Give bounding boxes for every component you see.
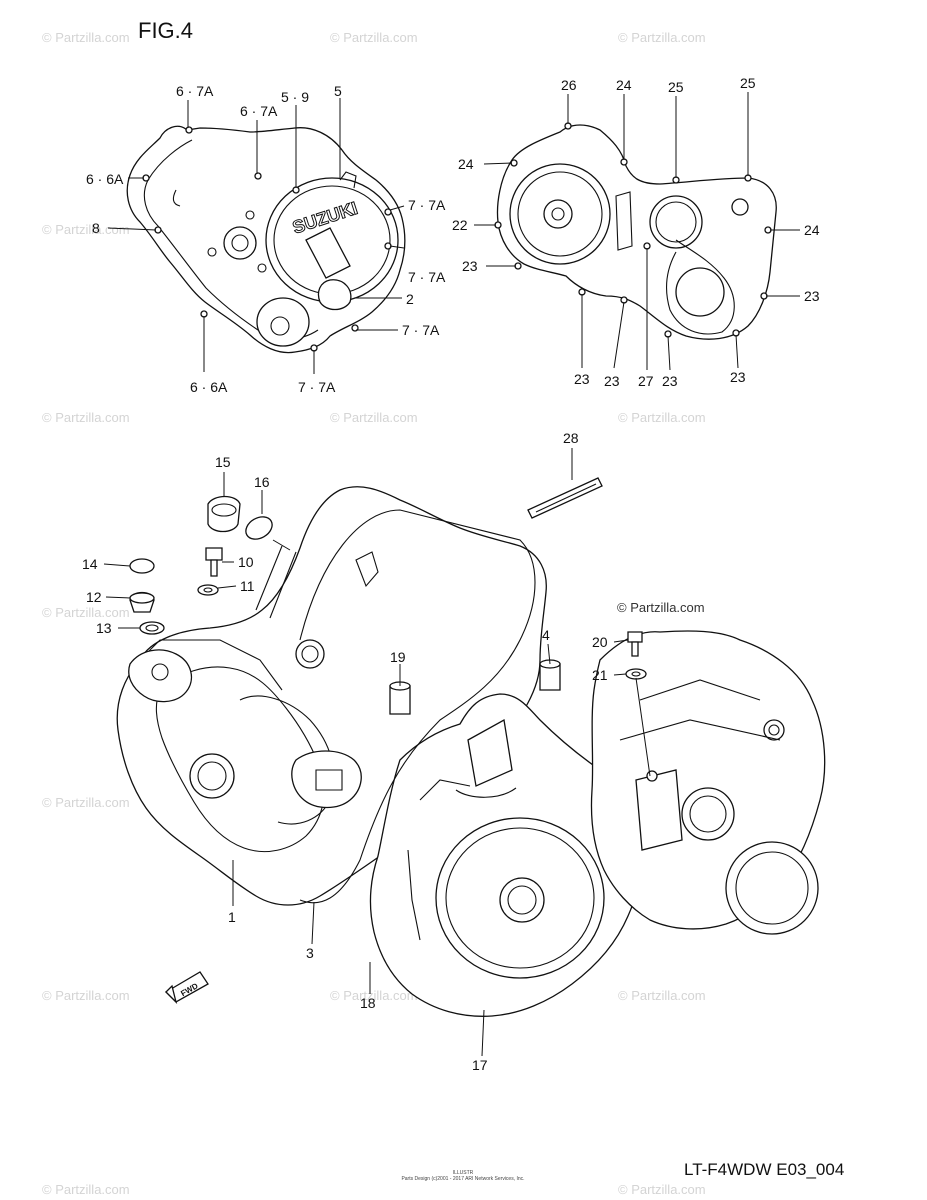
callout-1: 1 xyxy=(228,909,236,925)
fine-print-line: ILLUSTR xyxy=(452,1170,474,1176)
callout-16: 16 xyxy=(254,474,270,490)
watermark: © Partzilla.com xyxy=(618,1182,706,1197)
watermark: © Partzilla.com xyxy=(42,795,130,810)
callout-7-7a: 7 · 7A xyxy=(408,197,446,213)
watermark: © Partzilla.com xyxy=(618,988,706,1003)
watermark: © Partzilla.com xyxy=(618,410,706,425)
callout-14: 14 xyxy=(82,556,98,572)
callout-labels: 6 · 7A 6 · 7A 5 · 9 5 6 · 6A 8 7 · 7A 7 … xyxy=(82,75,820,1073)
callout-11: 11 xyxy=(240,578,255,594)
callout-15: 15 xyxy=(215,454,231,470)
fine-print: ILLUSTR Parts Design (c)2001 - 2017 ARI … xyxy=(398,1170,528,1182)
callout-23: 23 xyxy=(604,373,620,389)
callout-24: 24 xyxy=(804,222,820,238)
callout-24: 24 xyxy=(616,77,632,93)
watermark-prominent: © Partzilla.com xyxy=(617,600,705,615)
callout-25: 25 xyxy=(668,79,684,95)
callout-7-7a: 7 · 7A xyxy=(408,269,446,285)
callout-23: 23 xyxy=(662,373,678,389)
callout-17: 17 xyxy=(472,1057,488,1073)
callout-22: 22 xyxy=(452,217,468,233)
callout-5: 5 xyxy=(334,83,342,99)
watermark: © Partzilla.com xyxy=(330,988,418,1003)
callout-20: 20 xyxy=(592,634,608,650)
callout-4: 4 xyxy=(542,627,550,643)
watermark: © Partzilla.com xyxy=(42,1182,130,1197)
callout-10: 10 xyxy=(238,554,254,570)
callout-6-6a: 6 · 6A xyxy=(190,379,228,395)
fine-print-line: Parts Design (c)2001 - 2017 ARI Network … xyxy=(401,1176,525,1182)
callout-18: 18 xyxy=(360,995,376,1011)
watermark: © Partzilla.com xyxy=(330,410,418,425)
callout-19: 19 xyxy=(390,649,406,665)
right-cover-assembly xyxy=(494,122,777,340)
leader-lines xyxy=(103,92,800,1057)
callout-28: 28 xyxy=(563,430,579,446)
callout-7-7a: 7 · 7A xyxy=(298,379,336,395)
left-cover-assembly: SUZUKI xyxy=(126,125,406,354)
callout-6-7a: 6 · 7A xyxy=(240,103,278,119)
callout-6-7a: 6 · 7A xyxy=(176,83,214,99)
watermark: © Partzilla.com xyxy=(42,30,130,45)
callout-23: 23 xyxy=(462,258,478,274)
watermark: © Partzilla.com xyxy=(42,410,130,425)
watermark: © Partzilla.com xyxy=(42,605,130,620)
callout-12: 12 xyxy=(86,589,102,605)
watermark: © Partzilla.com xyxy=(618,30,706,45)
callout-5-9: 5 · 9 xyxy=(281,89,309,105)
crankcase-assembly: FWD xyxy=(116,477,826,1017)
watermark: © Partzilla.com xyxy=(42,988,130,1003)
callout-27: 27 xyxy=(638,373,654,389)
callout-8: 8 xyxy=(92,220,100,236)
callout-26: 26 xyxy=(561,77,577,93)
callout-21: 21 xyxy=(592,667,608,683)
callout-23: 23 xyxy=(804,288,820,304)
figure-title: FIG.4 xyxy=(138,18,194,43)
callout-7-7a: 7 · 7A xyxy=(402,322,440,338)
reference-code: LT-F4WDW E03_004 xyxy=(684,1160,845,1179)
callout-25: 25 xyxy=(740,75,756,91)
watermark: © Partzilla.com xyxy=(330,30,418,45)
watermark: © Partzilla.com xyxy=(42,222,130,237)
callout-2: 2 xyxy=(406,291,414,307)
callout-23: 23 xyxy=(574,371,590,387)
callout-3: 3 xyxy=(306,945,314,961)
callout-6-6a: 6 · 6A xyxy=(86,171,124,187)
callout-23: 23 xyxy=(730,369,746,385)
callout-13: 13 xyxy=(96,620,112,636)
callout-24: 24 xyxy=(458,156,474,172)
